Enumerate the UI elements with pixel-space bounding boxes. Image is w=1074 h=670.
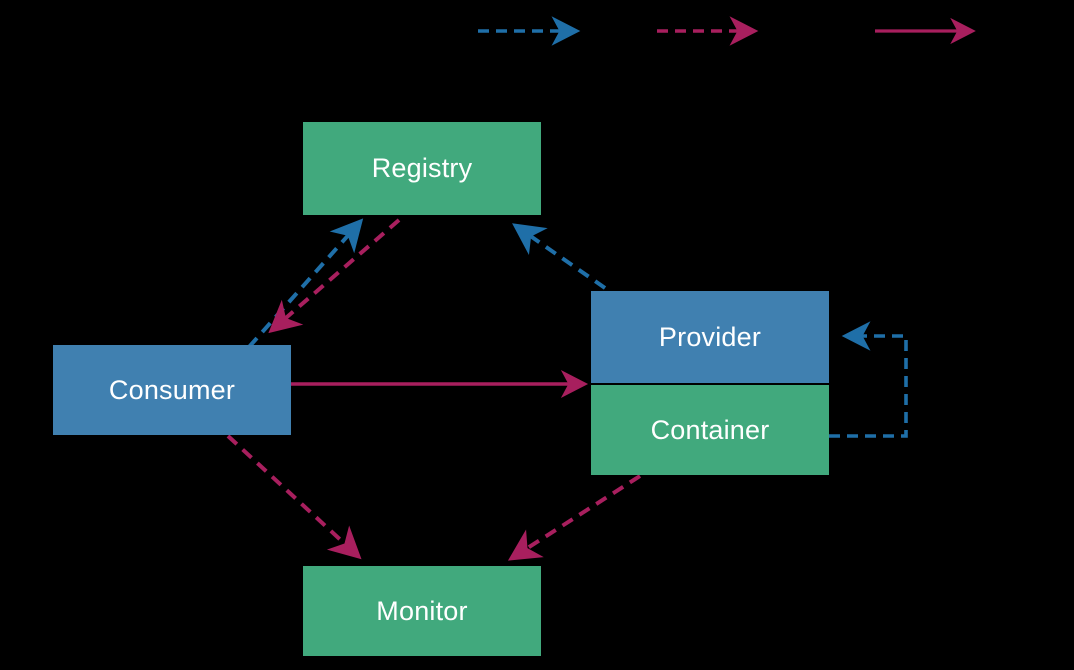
node-monitor-label: Monitor [376,595,468,626]
node-registry-label: Registry [371,153,473,183]
node-consumer[interactable]: Consumer [53,345,291,435]
edge-consumer-to-monitor [226,434,362,560]
edge-container-to-monitor [507,474,642,561]
edge-container-to-provider-loop [829,321,908,438]
edge-registry-to-consumer [268,218,401,334]
edge-consumer-to-registry [247,218,364,349]
node-provider[interactable]: Provider [591,291,829,383]
node-container[interactable]: Container [591,385,829,475]
node-provider-label: Provider [658,321,762,352]
node-monitor[interactable]: Monitor [303,566,541,656]
node-consumer-label: Consumer [108,374,236,405]
node-registry[interactable]: Registry [303,122,541,215]
node-container-label: Container [650,414,770,445]
edge-provider-to-registry [512,223,607,290]
